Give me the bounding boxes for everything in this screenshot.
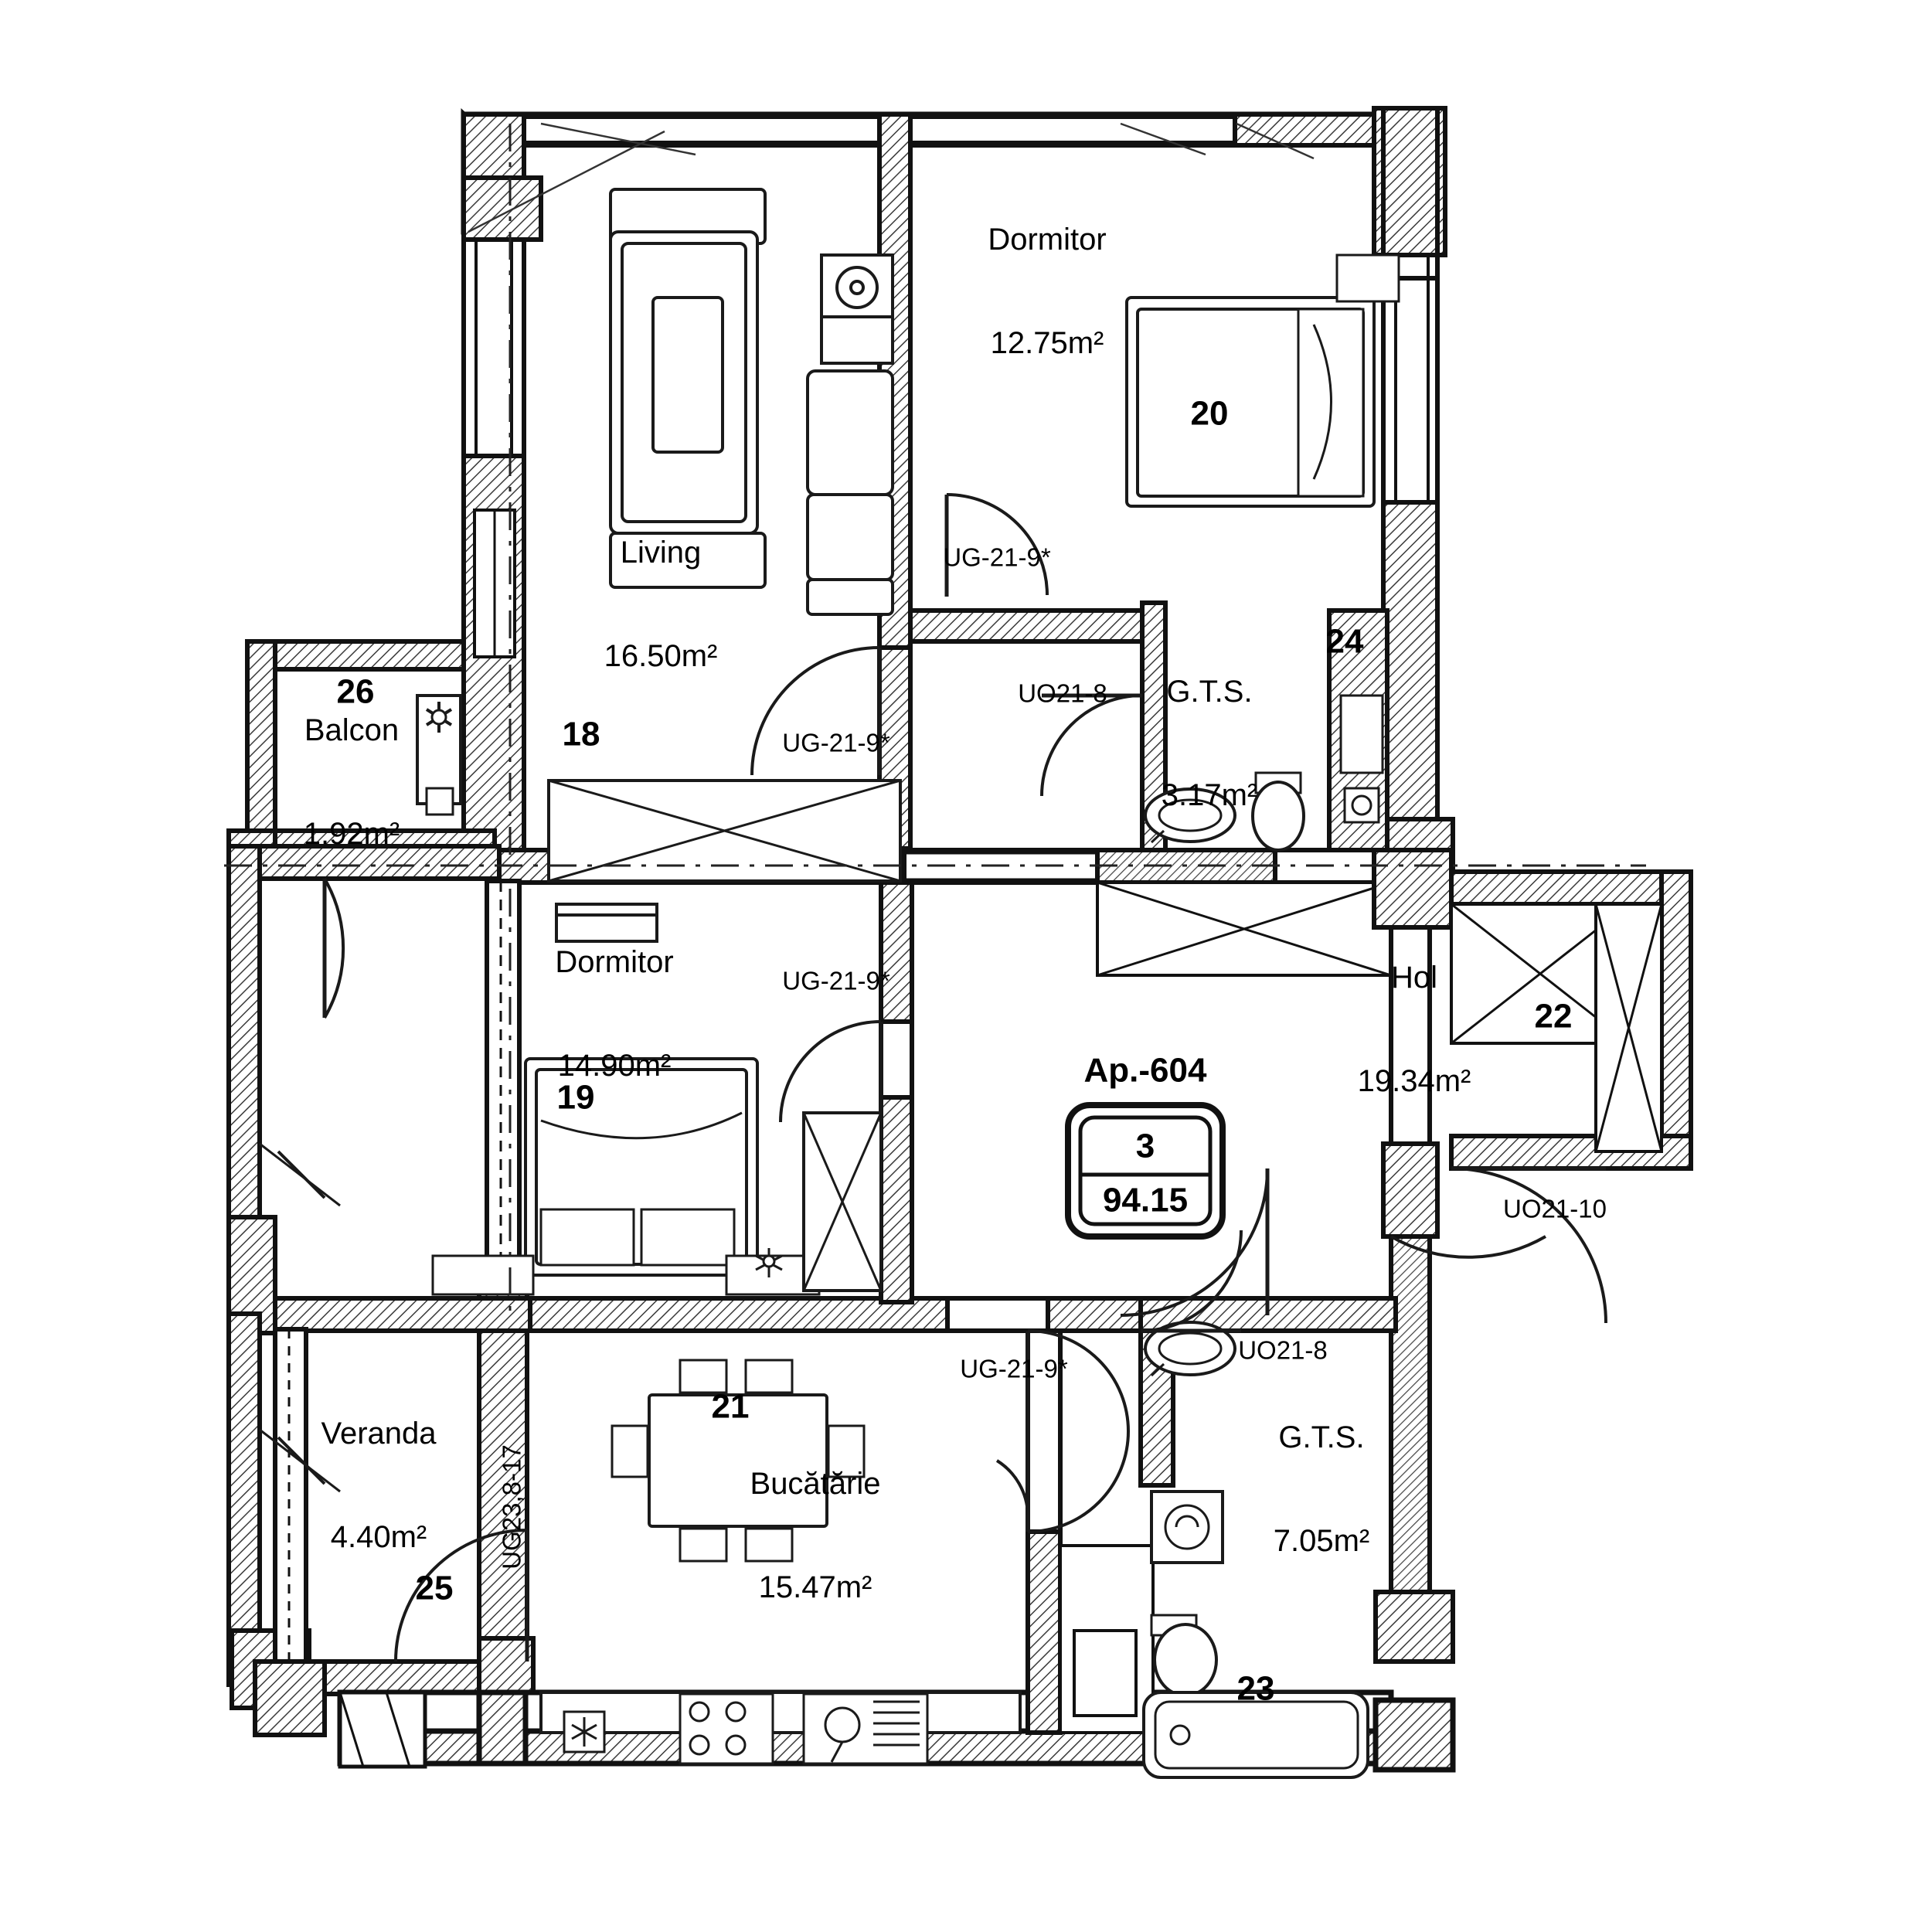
room-number-18: 18 bbox=[562, 715, 600, 753]
room-area: 7.05m² bbox=[1273, 1524, 1370, 1559]
room-label-balcon-26: Balcon 1.92m² bbox=[304, 644, 400, 886]
room-label-dormitor-20: Dormitor 12.75m² bbox=[988, 153, 1106, 396]
bathroom24-shaft bbox=[1339, 694, 1384, 824]
room-area: 16.50m² bbox=[604, 639, 718, 674]
bathroom23-sink bbox=[1144, 1321, 1236, 1377]
living-sofa bbox=[609, 188, 767, 589]
door-code-ug-21-9-bedroom19: UG-21-9* bbox=[782, 966, 890, 995]
kitchen-counter bbox=[539, 1691, 1022, 1765]
veranda-door-swing bbox=[259, 1428, 529, 1662]
room-number-21: 21 bbox=[711, 1387, 750, 1426]
living-wardrobe bbox=[547, 779, 902, 883]
living-console bbox=[555, 903, 658, 943]
room-area: 15.47m² bbox=[758, 1570, 872, 1605]
room-name: G.T.S. bbox=[1278, 1420, 1365, 1454]
room-number-23: 23 bbox=[1236, 1669, 1275, 1708]
room-label-gts-24: G.T.S. 3.17m² bbox=[1162, 605, 1258, 848]
bathroom24-toilet bbox=[1251, 771, 1305, 852]
walls-layer bbox=[226, 106, 1693, 1773]
room-number-22: 22 bbox=[1534, 997, 1573, 1036]
living-door-swing bbox=[750, 646, 882, 776]
living-armchair bbox=[806, 369, 894, 616]
apartment-badge bbox=[1065, 1102, 1226, 1240]
room-name: Balcon bbox=[304, 713, 400, 747]
apartment-title: Ap.-604 bbox=[1083, 1051, 1207, 1090]
hol-door-swing bbox=[1120, 1168, 1270, 1317]
bedroom19-wardrobe bbox=[802, 1111, 883, 1292]
door-code-ug-21-9-living: UG-21-9* bbox=[782, 728, 890, 757]
construction-lines bbox=[468, 122, 1315, 233]
door-code-uo21-8-gts24: UO21-8 bbox=[1018, 679, 1107, 708]
room-area: 19.34m² bbox=[1357, 1064, 1471, 1099]
room-name: Bucătărie bbox=[750, 1466, 881, 1501]
room-label-hol-22: Hol 19.34m² bbox=[1358, 891, 1471, 1134]
room-area: 4.40m² bbox=[330, 1520, 427, 1555]
bedroom20-bed bbox=[1125, 253, 1400, 508]
axis-lines bbox=[224, 124, 1646, 1314]
room-label-veranda-25: Veranda 4.40m² bbox=[321, 1347, 436, 1590]
room-number-26: 26 bbox=[336, 672, 375, 711]
room-area: 1.92m² bbox=[303, 817, 400, 852]
room-name: Living bbox=[620, 535, 702, 570]
bathroom23-washing-machine bbox=[1150, 1490, 1224, 1564]
bathroom24-sink bbox=[1144, 787, 1236, 844]
door-code-uo21-8-gts23: UO21-8 bbox=[1238, 1335, 1328, 1365]
room-name: G.T.S. bbox=[1166, 674, 1253, 709]
room-area: 12.75m² bbox=[990, 326, 1104, 361]
room-label-living-18: Living 16.50m² bbox=[604, 466, 718, 709]
room-area: 3.17m² bbox=[1161, 778, 1258, 813]
badge-number: 3 bbox=[1135, 1127, 1155, 1165]
room-area: 14.90m² bbox=[557, 1049, 672, 1083]
bedroom19-plant bbox=[755, 1248, 783, 1277]
kitchen-door-swing bbox=[995, 1329, 1130, 1533]
room-name: Veranda bbox=[321, 1416, 437, 1451]
room-number-24: 24 bbox=[1325, 622, 1364, 661]
room-name: Hol bbox=[1390, 960, 1438, 995]
balcony26-ac-unit bbox=[416, 694, 462, 816]
bathroom23-bathtub bbox=[1142, 1691, 1369, 1779]
room-number-20: 20 bbox=[1190, 394, 1229, 433]
bedroom19-door-swing bbox=[779, 1020, 883, 1123]
door-code-uo21-10-entry: UO21-10 bbox=[1503, 1194, 1607, 1223]
door-code-ug-21-9-bedroom20: UG-21-9* bbox=[943, 543, 1051, 572]
door-code-ug23-8-17-veranda: UG23,8-17 bbox=[497, 1444, 526, 1570]
corridor-door-swing-left bbox=[259, 878, 345, 1207]
furniture-layer bbox=[259, 188, 1607, 1779]
bedroom20-door-swing bbox=[944, 493, 1049, 597]
entry-door-swing bbox=[1390, 1166, 1607, 1324]
bathroom23-toilet bbox=[1150, 1614, 1218, 1697]
badge-area: 94.15 bbox=[1102, 1181, 1189, 1219]
room-label-gts-23: G.T.S. 7.05m² bbox=[1274, 1351, 1370, 1594]
living-tv-unit bbox=[820, 253, 894, 365]
room-name: Dormitor bbox=[988, 222, 1107, 257]
room-number-19: 19 bbox=[556, 1078, 595, 1117]
room-name: Dormitor bbox=[555, 944, 674, 979]
room-label-bucatarie-21: Bucătărie 15.47m² bbox=[750, 1397, 881, 1640]
door-code-ug-21-9-kitchen: UG-21-9* bbox=[960, 1354, 1068, 1383]
bathroom23-door-swing bbox=[1140, 1230, 1243, 1333]
bathroom24-door-swing bbox=[1040, 693, 1143, 797]
room-label-dormitor-19: Dormitor 14.90m² bbox=[555, 876, 673, 1118]
room-number-25: 25 bbox=[415, 1569, 454, 1607]
kitchen-dining-table bbox=[611, 1359, 866, 1563]
bedroom19-bed bbox=[431, 1057, 821, 1296]
